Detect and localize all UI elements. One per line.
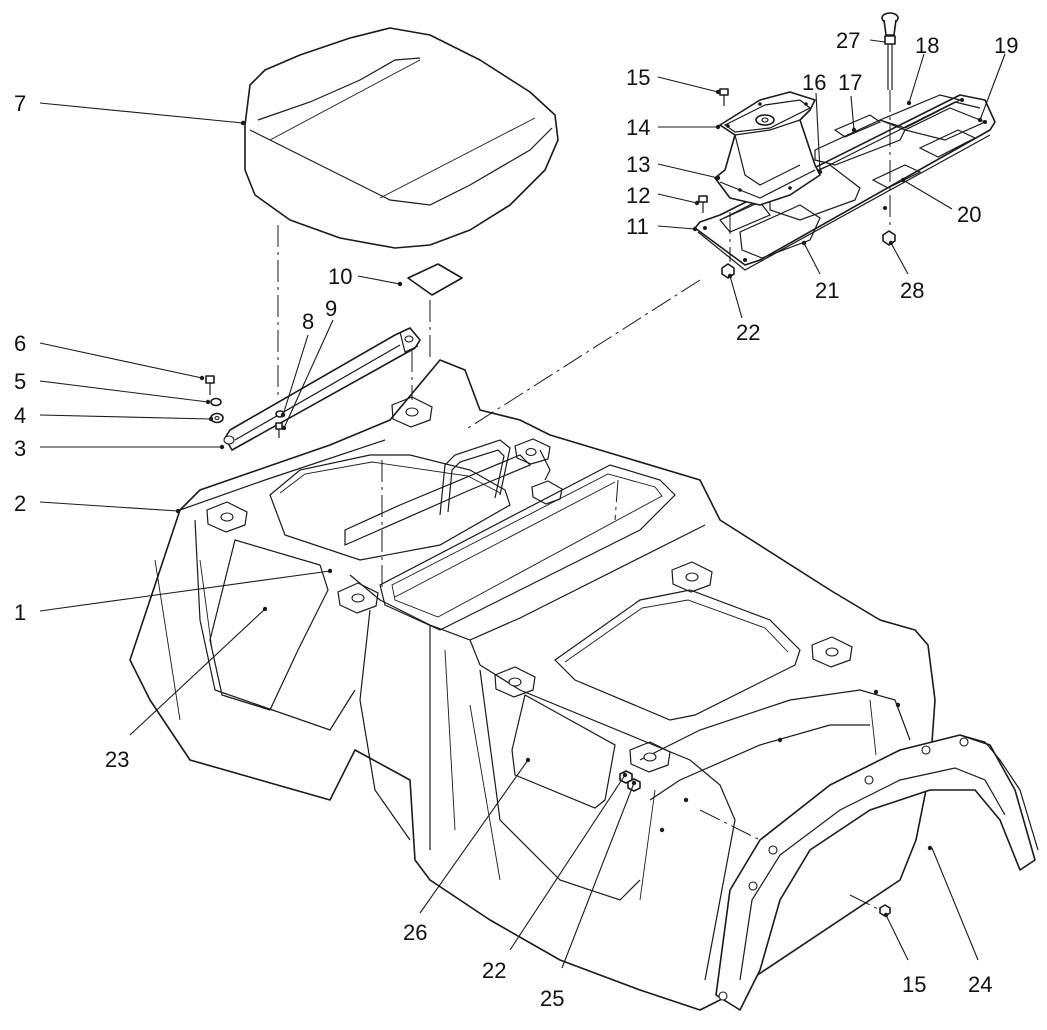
callout-27: 27: [836, 28, 860, 53]
fender-flare: [715, 734, 1039, 1011]
callout-12: 12: [626, 183, 650, 208]
phantom-lines: [277, 90, 891, 911]
leader-lines: [39, 39, 1006, 969]
callout-26: 26: [403, 920, 427, 945]
shift-housing: [714, 91, 821, 206]
callout-25: 25: [540, 986, 564, 1011]
callout-8: 8: [302, 309, 314, 334]
callout-28: 28: [900, 278, 924, 303]
seat-bracket: [223, 327, 421, 451]
callout-7: 7: [14, 91, 26, 116]
callout-22-bottom: 22: [482, 958, 506, 983]
callout-23: 23: [105, 747, 129, 772]
callout-17: 17: [838, 70, 862, 95]
callout-13: 13: [626, 152, 650, 177]
callout-1: 1: [14, 600, 26, 625]
mount-boss: [206, 396, 853, 773]
callout-15-bottom: 15: [902, 972, 926, 997]
callout-19: 19: [994, 33, 1018, 58]
seat-cushion: [244, 27, 559, 249]
callout-24: 24: [968, 972, 992, 997]
callout-5: 5: [14, 369, 26, 394]
callout-22-top: 22: [736, 320, 760, 345]
callout-10: 10: [328, 264, 352, 289]
callout-14: 14: [626, 115, 650, 140]
callout-4: 4: [14, 403, 26, 428]
decal: [407, 263, 463, 296]
callout-11: 11: [626, 214, 649, 239]
callout-labels: 1 2 3 4 5 6 7 8 9 10 11 12 13 14 15 16 1…: [14, 28, 1018, 1011]
callout-20: 20: [957, 202, 981, 227]
callout-9: 9: [325, 296, 337, 321]
callout-6: 6: [14, 331, 26, 356]
callout-18: 18: [915, 33, 939, 58]
hardware-left: [205, 375, 285, 438]
callout-15-top: 15: [626, 65, 650, 90]
callout-3: 3: [14, 436, 26, 461]
shift-knob-rod: [881, 12, 899, 90]
callout-2: 2: [14, 491, 26, 516]
console-plate: [694, 94, 996, 271]
callout-16: 16: [802, 70, 826, 95]
body-pan: [129, 359, 936, 1011]
callout-21: 21: [815, 278, 839, 303]
